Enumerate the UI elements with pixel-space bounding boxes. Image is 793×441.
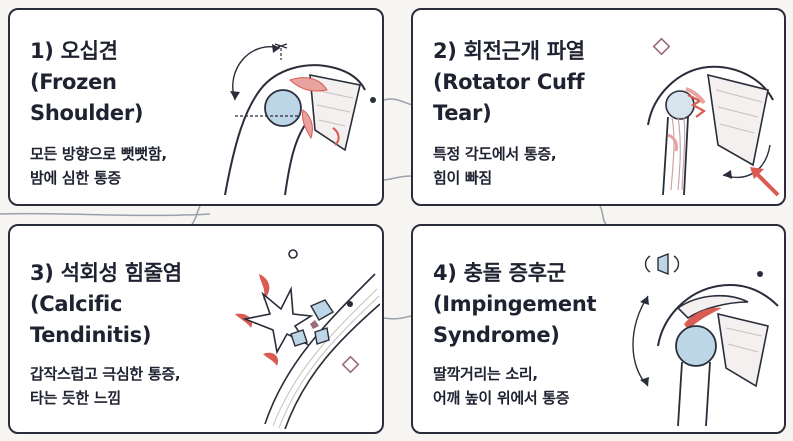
frozen-shoulder-icon — [215, 20, 380, 200]
panel-frozen-shoulder: 1) 오십견 (Frozen Shoulder) 모든 방향으로 뻣뻣함, 밤에… — [8, 8, 384, 206]
calcific-tendinitis-icon — [215, 234, 380, 429]
panel-rotator-cuff-tear: 2) 회전근개 파열 (Rotator Cuff Tear) 특정 각도에서 통… — [411, 8, 786, 206]
panel-description: 갑작스럽고 극심한 통증, 타는 듯한 느낌 — [30, 365, 181, 407]
panel-description: 딸깍거리는 소리, 어깨 높이 위에서 통증 — [433, 365, 570, 407]
panel-description: 모든 방향으로 뻣뻣함, 밤에 심한 통증 — [30, 145, 167, 187]
rotator-cuff-tear-icon — [638, 25, 783, 200]
panel-calcific-tendinitis: 3) 석회성 힘줄염 (Calcific Tendinitis) 갑작스럽고 극… — [8, 224, 384, 434]
panel-title: 1) 오십견 (Frozen Shoulder) — [30, 39, 144, 125]
panel-title: 2) 회전근개 파열 (Rotator Cuff Tear) — [433, 39, 585, 125]
panel-title: 4) 충돌 증후군 (Impingement Syndrome) — [433, 261, 597, 347]
impingement-syndrome-icon — [618, 236, 783, 426]
panel-description: 특정 각도에서 통증, 힘이 빠짐 — [433, 145, 557, 187]
panel-impingement-syndrome: 4) 충돌 증후군 (Impingement Syndrome) 딸깍거리는 소… — [411, 224, 786, 434]
panel-title: 3) 석회성 힘줄염 (Calcific Tendinitis) — [30, 261, 182, 347]
